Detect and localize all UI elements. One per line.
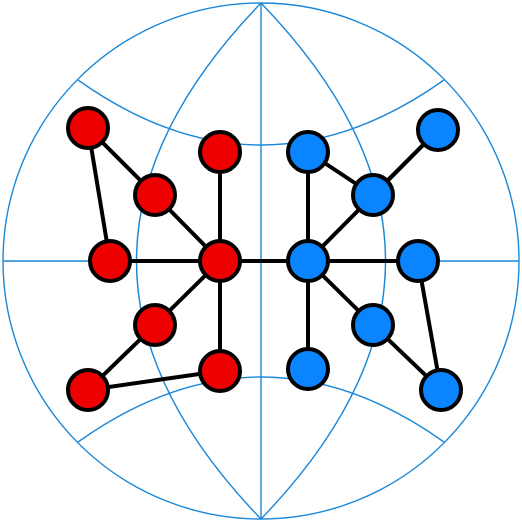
node-b4 bbox=[286, 239, 330, 283]
network-nodes bbox=[66, 106, 463, 412]
node-b6 bbox=[351, 303, 395, 347]
node-r5 bbox=[198, 130, 242, 174]
node-r7 bbox=[66, 368, 110, 412]
node-b1 bbox=[416, 108, 460, 152]
node-r4 bbox=[198, 239, 242, 283]
node-b2 bbox=[351, 173, 395, 217]
node-b7 bbox=[419, 368, 463, 412]
node-r1 bbox=[66, 106, 110, 150]
node-r3 bbox=[88, 239, 132, 283]
edge-r1-r3 bbox=[86, 126, 112, 263]
node-r2 bbox=[133, 173, 177, 217]
edge-r7-r8 bbox=[86, 369, 222, 392]
network-edges bbox=[86, 126, 443, 392]
node-r8 bbox=[198, 349, 242, 393]
node-b3 bbox=[286, 130, 330, 174]
node-b5 bbox=[396, 239, 440, 283]
node-b8 bbox=[286, 347, 330, 391]
node-r6 bbox=[133, 303, 177, 347]
globe-parallel-top bbox=[77, 79, 445, 146]
globe-parallel-bottom bbox=[77, 376, 445, 443]
